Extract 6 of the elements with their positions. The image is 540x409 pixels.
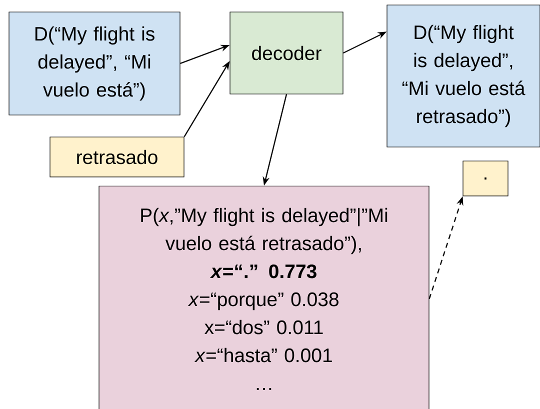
- text-box: D(“My flight is delayed”, “Mi vuelo está retrasado”): [386, 4, 540, 148]
- text-box: P(x,”My flight is delayed”|”Mi vuelo está retrasado”), x=“.” 0.773 x=“porque” 0.038 x=“dos” 0.011 x=“hasta” 0.001 …: [98, 186, 430, 409]
- text-box: retrasado: [50, 136, 184, 178]
- process-box: decoder: [230, 12, 344, 94]
- text-box: .: [462, 160, 508, 196]
- text-box: D(“My flight is delayed”, “Mi vuelo está”): [8, 12, 180, 116]
